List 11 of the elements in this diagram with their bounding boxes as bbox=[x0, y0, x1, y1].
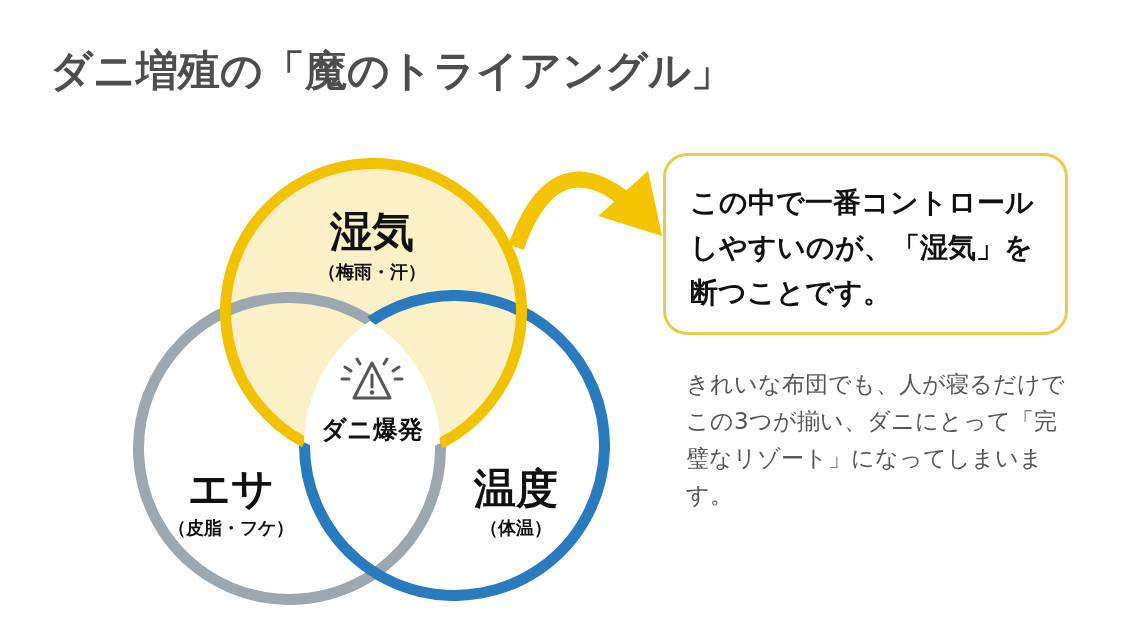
callout-box bbox=[663, 153, 1068, 335]
circle-label: 湿気 bbox=[330, 207, 414, 257]
circle-label: エサ bbox=[188, 464, 274, 514]
circle-sublabel: （梅雨・汗） bbox=[318, 261, 426, 283]
callout-text: この中で一番コントロールしやすいのが、「湿気」を断つことです。 bbox=[690, 185, 1035, 311]
title: ダニ増殖の「魔のトライアングル」 bbox=[50, 46, 733, 97]
circle-label: 温度 bbox=[474, 464, 558, 514]
circle-sublabel: （皮脂・フケ） bbox=[168, 517, 294, 539]
circle-sublabel: （体温） bbox=[480, 517, 552, 539]
body-text: きれいな布団でも、人が寝るだけでこの3つが揃い、ダニにとって「完璧なリゾート」になってしまいます。 bbox=[686, 370, 1066, 510]
curved-arrow bbox=[508, 170, 663, 251]
